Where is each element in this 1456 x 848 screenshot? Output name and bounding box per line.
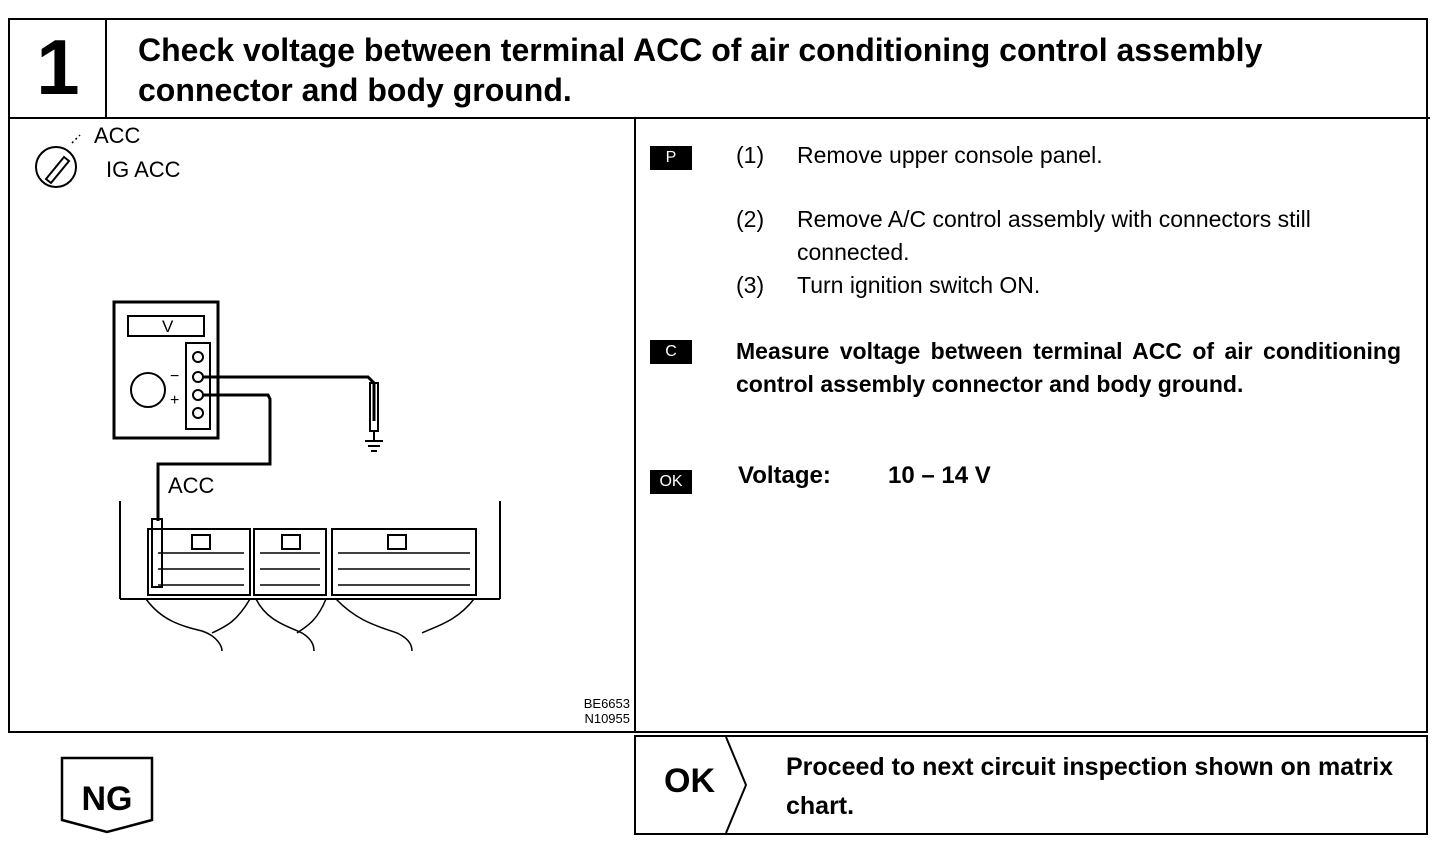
- tag-p-badge: P: [650, 146, 692, 170]
- step-1-number: (1): [736, 142, 765, 168]
- ng-result-label: NG: [81, 780, 133, 818]
- ground-icon: [365, 440, 383, 452]
- spec-value: 10 – 14 V: [888, 462, 991, 489]
- spec-label: Voltage:: [738, 462, 831, 489]
- ok-result-label: OK: [664, 762, 715, 800]
- ok-result-box: [634, 735, 1428, 835]
- meter-plus-label: +: [170, 392, 179, 409]
- tag-ok-badge: OK: [650, 470, 692, 494]
- figure-codes: BE6653 N10955: [540, 696, 630, 726]
- ok-result-text: Proceed to next circuit inspection shown…: [786, 753, 1394, 820]
- measure-instruction: Measure voltage between terminal ACC of …: [736, 338, 1401, 397]
- ok-arrow-divider: [725, 737, 748, 833]
- connector-assembly: [119, 501, 501, 652]
- meter-minus-label: −: [170, 368, 179, 385]
- meter-range-label: V: [162, 317, 174, 336]
- step-divider: [105, 18, 107, 118]
- step-1-text: Remove upper console panel.: [797, 142, 1103, 168]
- terminal-label: ACC: [168, 473, 215, 498]
- tag-c-badge: C: [650, 340, 692, 364]
- step-3-text: Turn ignition switch ON.: [797, 272, 1041, 298]
- switch-label-top: ACC: [94, 123, 141, 148]
- ng-arrow-box: [60, 756, 154, 834]
- column-divider: [634, 117, 636, 733]
- figure-code: BE6653: [583, 696, 630, 711]
- header-divider: [8, 117, 1430, 119]
- step-title: Check voltage between terminal ACC of ai…: [138, 32, 1263, 108]
- step-2-number: (2): [736, 206, 765, 232]
- wiring-diagram: ACC IG ACC V − + ACC: [35, 123, 501, 652]
- figure-code: N10955: [584, 711, 630, 726]
- procedure-frame: [8, 18, 1428, 733]
- step-number: 1: [36, 23, 80, 111]
- step-3-number: (3): [736, 272, 765, 298]
- step-2-text: Remove A/C control assembly with connect…: [797, 206, 1311, 265]
- ignition-key-icon: [35, 134, 81, 188]
- multimeter-icon: [112, 300, 220, 440]
- switch-label-bottom: IG ACC: [106, 157, 181, 182]
